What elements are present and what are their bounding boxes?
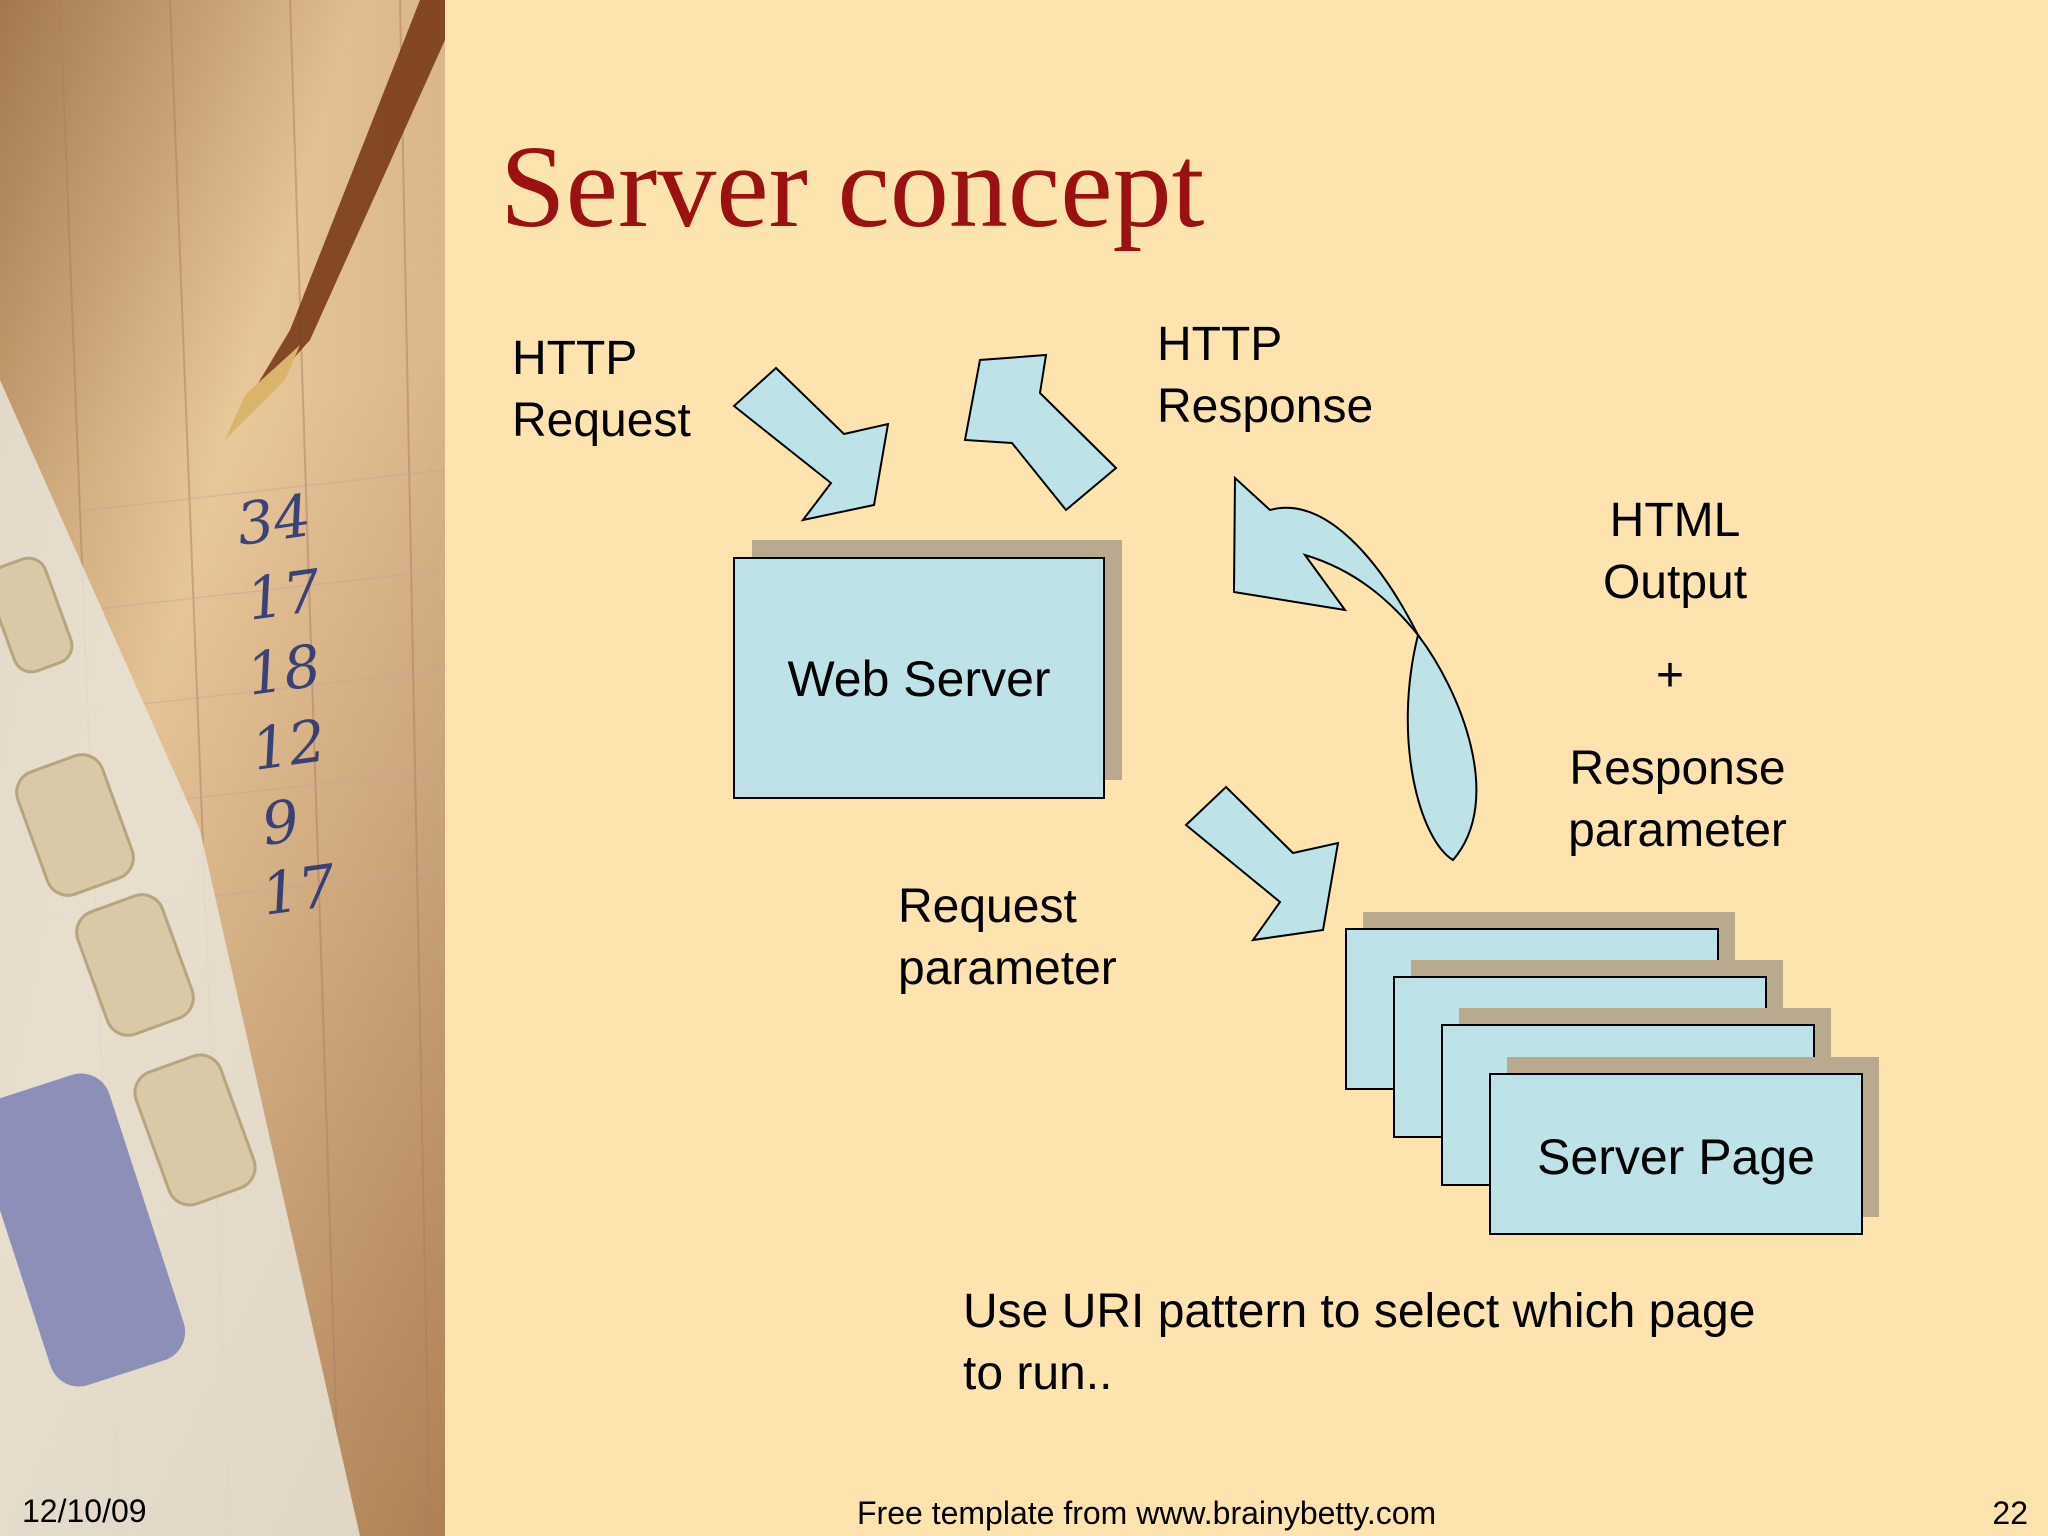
plus-sign: + <box>1655 649 1685 702</box>
slide-title: Server concept <box>500 121 1205 252</box>
http-request-arrow <box>732 366 890 522</box>
server-page-box-front <box>1489 1073 1863 1235</box>
decorative-photo-panel: 34 17 18 12 9 17 <box>0 0 445 1536</box>
web-server-label: Web Server <box>787 651 1051 707</box>
slide-footer: Free template from www.brainybetty.com <box>857 1495 1437 1531</box>
response-parameter-label: Response parameter <box>1568 742 1787 857</box>
http-response-label: HTTP Response <box>1157 318 1374 433</box>
svg-text:17: 17 <box>257 851 340 929</box>
server-page-label: Server Page <box>1537 1129 1815 1185</box>
slide-date: 12/10/09 <box>22 1493 147 1529</box>
svg-text:17: 17 <box>242 556 325 634</box>
svg-text:34: 34 <box>232 481 315 559</box>
server-page-stack <box>1345 912 1879 1235</box>
svg-text:18: 18 <box>242 631 325 709</box>
svg-text:12: 12 <box>247 706 330 784</box>
http-request-label: HTTP Request <box>512 332 691 447</box>
request-parameter-arrow <box>1184 785 1340 942</box>
uri-pattern-note: Use URI pattern to select which page to … <box>963 1285 1756 1400</box>
html-output-label: HTML Output <box>1602 494 1748 609</box>
calculator-ledger-illustration: 34 17 18 12 9 17 <box>0 0 445 1536</box>
html-output-curved-arrow <box>1232 475 1478 862</box>
http-response-arrow <box>963 353 1118 512</box>
slide-page-number: 22 <box>1992 1495 2028 1531</box>
request-parameter-label: Request parameter <box>898 880 1117 995</box>
web-server-box <box>733 557 1105 799</box>
